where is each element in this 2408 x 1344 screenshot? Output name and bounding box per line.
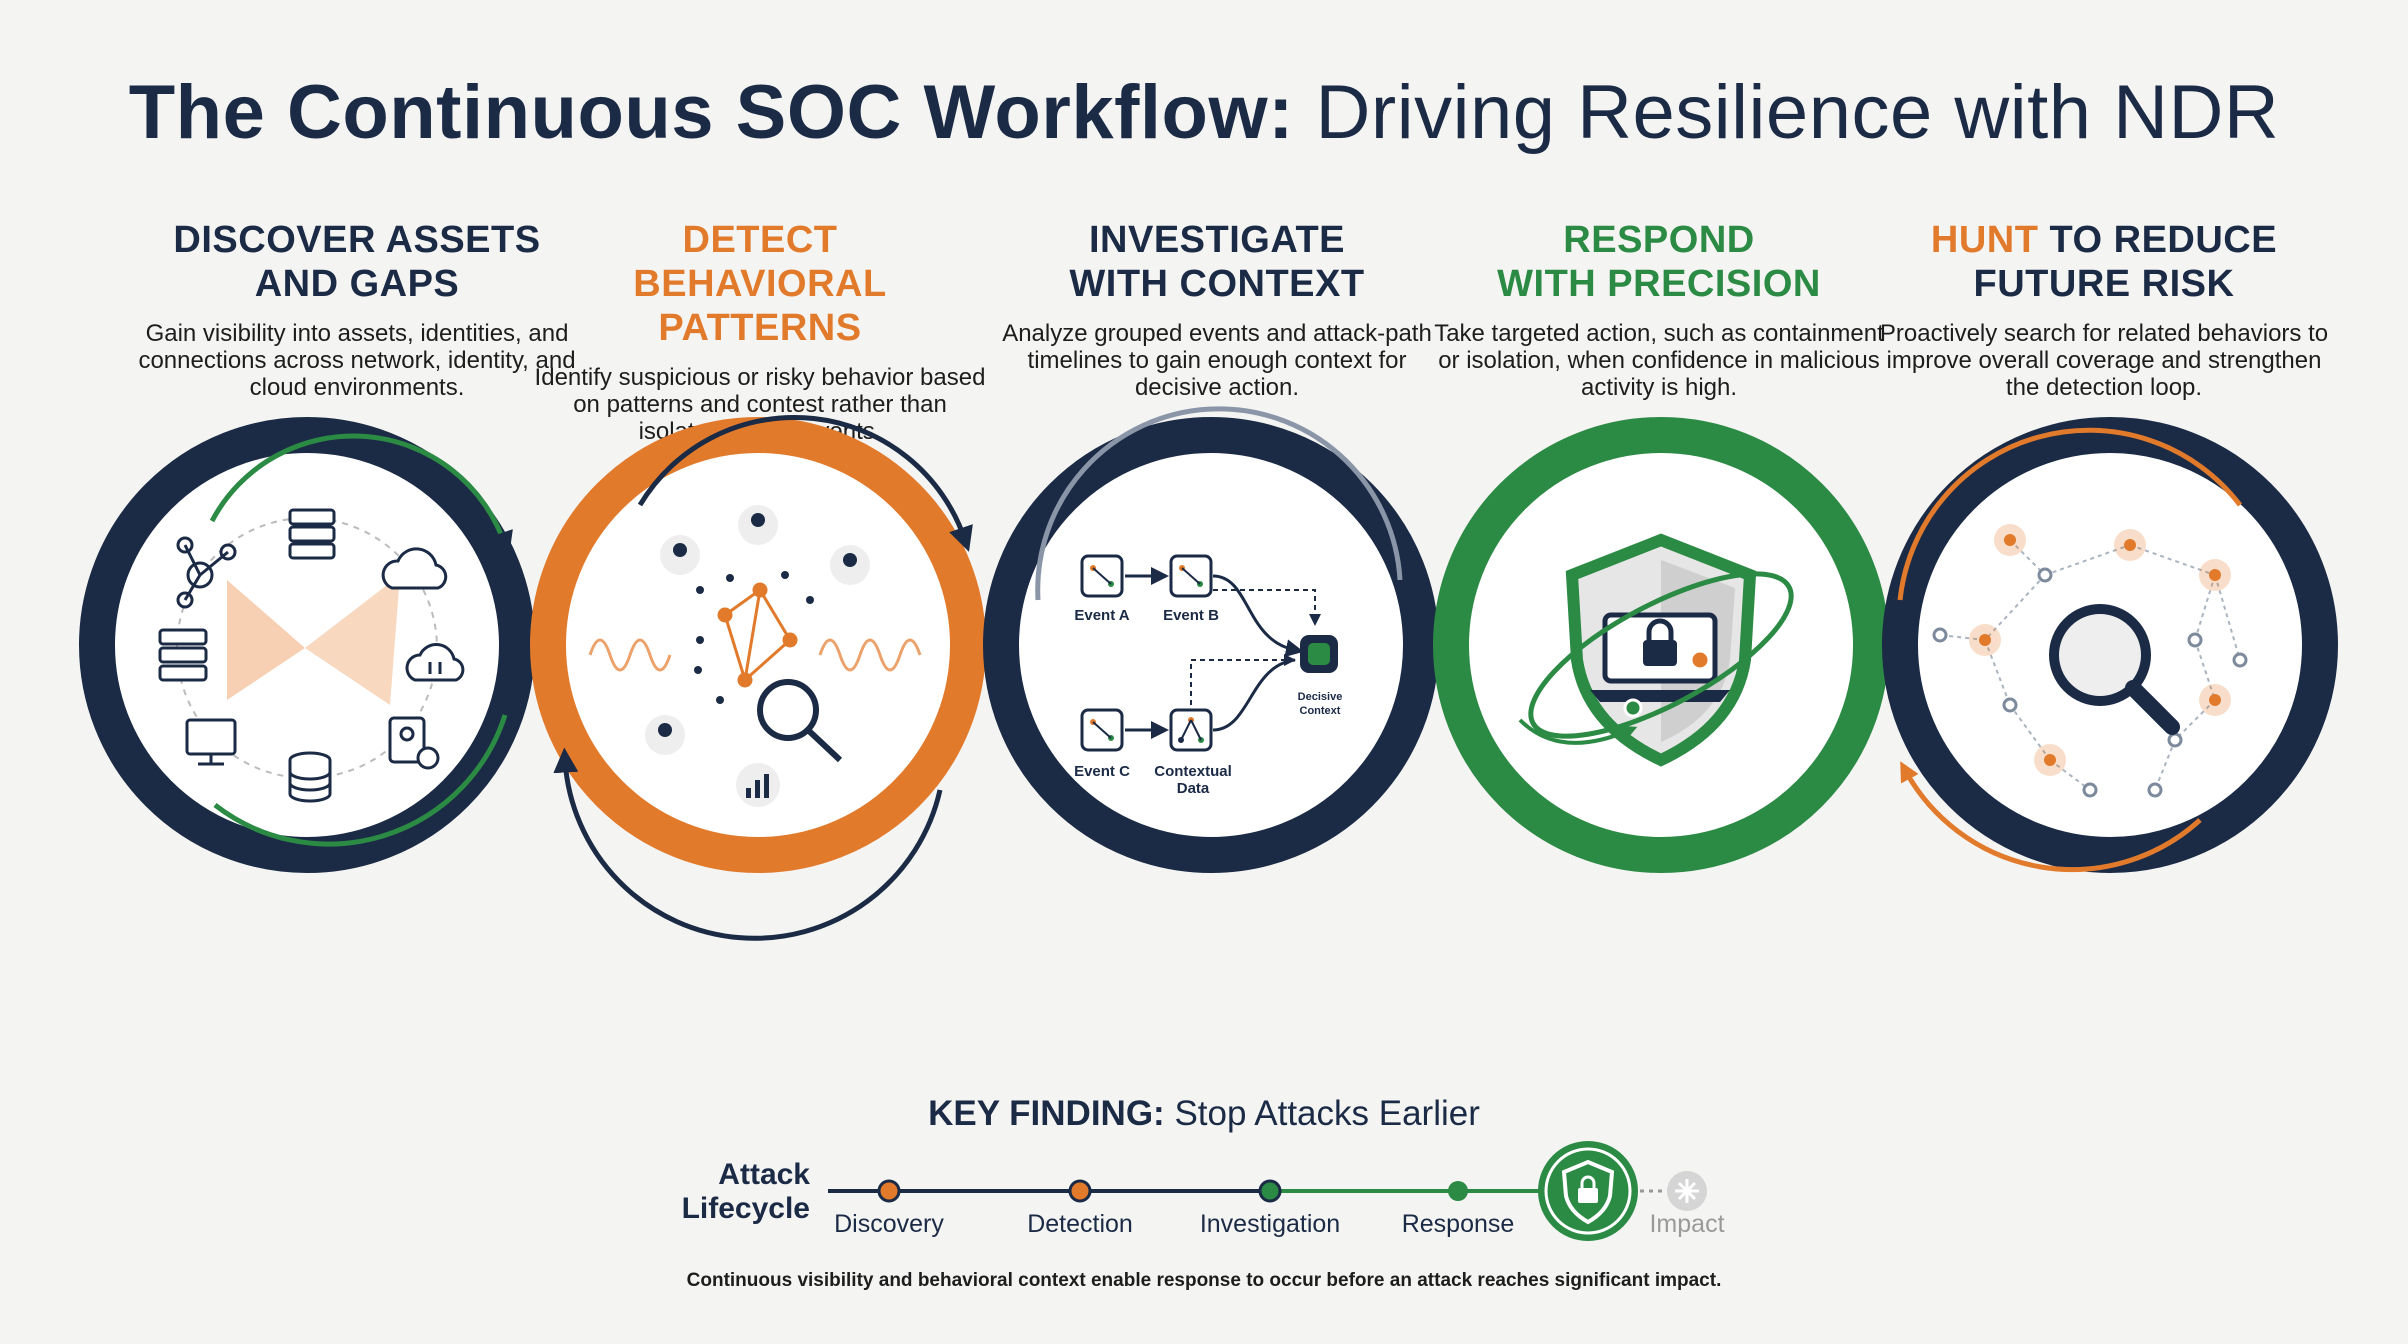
stage-heading: DISCOVER ASSETS AND GAPS — [127, 218, 587, 306]
event-b-icon — [1169, 554, 1213, 598]
heading-line2: FUTURE RISK — [1973, 263, 2235, 305]
detection-dot — [1068, 1179, 1092, 1203]
discovery-dot — [877, 1179, 901, 1203]
stage-hunt: HUNT TO REDUCE FUTURE RISK Proactively s… — [1874, 218, 2334, 401]
event-b-label: Event B — [1163, 607, 1219, 624]
lifecycle-timeline — [828, 1141, 1707, 1241]
contextual-data-label-2: Data — [1177, 780, 1210, 797]
heading-line2: WITH PRECISION — [1497, 263, 1821, 305]
stage-description: Proactively search for related behaviors… — [1879, 320, 2329, 401]
stage-investigate: INVESTIGATE WITH CONTEXT Analyze grouped… — [987, 218, 1447, 401]
heading-line2: AND GAPS — [254, 263, 460, 305]
key-finding-label: KEY FINDING: — [928, 1094, 1165, 1133]
bar-chart-icon — [736, 763, 780, 807]
impact-icon — [1667, 1171, 1707, 1211]
stage-description: Take targeted action, such as containmen… — [1434, 320, 1884, 401]
stage-description: Gain visibility into assets, identities,… — [138, 320, 576, 401]
page-title: The Continuous SOC Workflow: Driving Res… — [0, 68, 2408, 158]
stage-respond: RESPOND WITH PRECISION Take targeted act… — [1429, 218, 1889, 401]
investigation-dot — [1258, 1179, 1282, 1203]
detect-icons — [588, 505, 922, 807]
cloud-icon — [381, 547, 448, 590]
user-icon — [645, 505, 870, 755]
footer-note: Continuous visibility and behavioral con… — [686, 1270, 1722, 1291]
lifecycle-step-response: Response — [1401, 1210, 1515, 1238]
cloud-settings-icon — [405, 643, 465, 682]
discover-icons — [158, 508, 465, 803]
decisive-context-label-1: Decisive — [1298, 691, 1343, 703]
stage-heading: RESPOND WITH PRECISION — [1429, 218, 1889, 306]
title-bold: The Continuous SOC Workflow: — [128, 70, 1294, 155]
hunt-icons — [1932, 524, 2248, 798]
server-icon — [288, 508, 336, 560]
lifecycle-step-impact: Impact — [1649, 1210, 1725, 1238]
heading-line1: DISCOVER ASSETS — [173, 219, 541, 261]
heading-line1: INVESTIGATE — [1088, 219, 1346, 261]
investigate-flow: Event A Event B Decisive Context Event C… — [1074, 554, 1343, 797]
event-c-label: Event C — [1074, 763, 1130, 780]
stage-description: Analyze grouped events and attack-path t… — [1002, 320, 1432, 401]
stage-heading: HUNT TO REDUCE FUTURE RISK — [1874, 218, 2334, 306]
stage-heading: INVESTIGATE WITH CONTEXT — [987, 218, 1447, 306]
decisive-context-label-2: Context — [1300, 705, 1341, 717]
magnifier-icon — [757, 679, 843, 763]
lifecycle-step-discovery: Discovery — [834, 1210, 944, 1238]
identity-card-icon — [388, 716, 440, 770]
lifecycle-step-detection: Detection — [1027, 1210, 1133, 1238]
lifecycle-step-investigation: Investigation — [1199, 1210, 1341, 1238]
lifecycle-label-line2: Lifecycle — [681, 1192, 810, 1225]
network-node-icon — [176, 536, 237, 609]
heading-line2: BEHAVIORAL PATTERNS — [633, 263, 887, 349]
lifecycle-label: Attack Lifecycle — [640, 1158, 810, 1226]
stage-discover: DISCOVER ASSETS AND GAPS Gain visibility… — [127, 218, 587, 401]
heading-line2: WITH CONTEXT — [1069, 263, 1365, 305]
stage-detect: DETECT BEHAVIORAL PATTERNS Identify susp… — [530, 218, 990, 445]
contextual-data-label-1: Contextual — [1154, 763, 1232, 780]
server-stack-icon — [158, 628, 208, 682]
event-c-icon — [1080, 708, 1124, 752]
heading-line1: RESPOND — [1563, 219, 1755, 261]
decisive-context-node — [1300, 635, 1338, 673]
response-dot — [1448, 1181, 1468, 1201]
stage-heading: DETECT BEHAVIORAL PATTERNS — [530, 218, 990, 350]
key-finding-text: Stop Attacks Earlier — [1174, 1094, 1480, 1133]
database-icon — [288, 751, 332, 803]
title-regular: Driving Resilience with NDR — [1315, 70, 2280, 155]
event-a-label: Event A — [1074, 607, 1129, 624]
event-a-icon — [1080, 554, 1124, 598]
heading-accent: HUNT — [1930, 219, 2039, 261]
magnifier-icon — [2049, 604, 2180, 735]
detect-ring — [530, 415, 986, 941]
key-finding: KEY FINDING: Stop Attacks Earlier — [0, 1094, 2408, 1134]
monitor-icon — [185, 718, 237, 766]
workflow-diagram: Event A Event B Decisive Context Event C… — [79, 406, 2338, 941]
lifecycle-label-line1: Attack — [718, 1158, 810, 1191]
contextual-data-icon — [1169, 708, 1213, 752]
lock-shield-icon — [1538, 1141, 1638, 1241]
investigate-ring — [983, 406, 1439, 873]
respond-icons — [1518, 533, 1794, 767]
heading-line1-rest: TO REDUCE — [2038, 219, 2278, 261]
heading-line1: DETECT — [682, 219, 838, 261]
